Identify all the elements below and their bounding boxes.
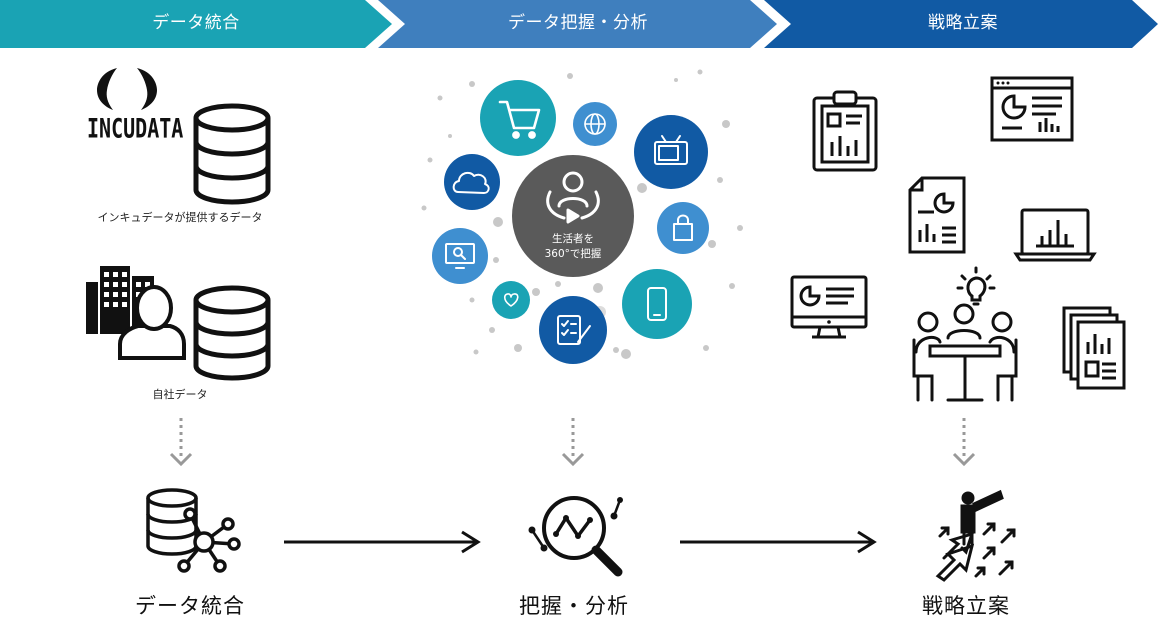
banner-step1-shape [0,0,392,48]
document-report-icon [908,176,966,254]
smartphone-bubble [622,269,692,339]
right-arrow-icon [680,530,877,554]
survey-pen-icon [557,315,591,345]
right-arrow-icon [284,530,481,554]
center-text-line2: 360°で把握 [544,248,602,260]
database-icon [193,285,271,381]
data-integration-label: データ統合 [135,594,245,618]
banner-step2-label: データ把握・分析 [508,13,648,33]
meeting-idea-icon [912,266,1018,402]
tv-icon [654,135,688,165]
tv-bubble [634,115,708,189]
database-icon [193,103,271,205]
banner-step3-label: 戦略立案 [928,13,998,33]
stacked-reports-icon [1062,306,1126,390]
incudata-data-label: インキュデータが提供するデータ [97,211,263,224]
strategy-vision-icon [935,489,1016,582]
own-data-label: 自社データ [152,388,208,401]
clipboard-report-icon [812,90,878,172]
monitor-dashboard-icon [790,275,868,339]
center-text-line1: 生活者を [552,233,594,245]
incudata-logo-icon [97,68,157,110]
analysis-magnifier-icon [528,496,623,577]
survey-bubble [539,296,607,364]
hearts-bubble [492,281,530,319]
shopping-bag-bubble [657,202,709,254]
person-icon [118,285,186,360]
data-integration-icon [146,488,241,573]
analysis-label: 把握・分析 [519,594,629,618]
cart-icon [498,100,541,139]
banner-step3-shape [764,0,1158,48]
banner-step2-shape [378,0,777,48]
search-monitor-icon [445,243,475,269]
dotted-down-arrow-icon [952,418,976,467]
hearts-icon [503,293,519,307]
consumer-360-cluster [421,69,743,364]
help-bubble [444,154,500,210]
person-360-icon [546,171,600,224]
dashboard-window-icon [990,76,1074,142]
shopping-bag-icon [673,214,693,241]
dotted-down-arrow-icon [561,418,585,467]
laptop-chart-icon [1013,208,1097,262]
process-banner [0,0,1158,48]
strategy-label: 戦略立案 [922,594,1010,618]
company-building-icon [86,266,186,360]
globe-icon [584,113,606,135]
dotted-down-arrow-icon [169,418,193,467]
help-cloud-icon [452,171,490,194]
smartphone-icon [647,287,667,321]
banner-step1-label: データ統合 [152,13,240,33]
incudata-logo-text: INCUDATA [87,112,184,145]
cart-bubble [480,80,556,156]
